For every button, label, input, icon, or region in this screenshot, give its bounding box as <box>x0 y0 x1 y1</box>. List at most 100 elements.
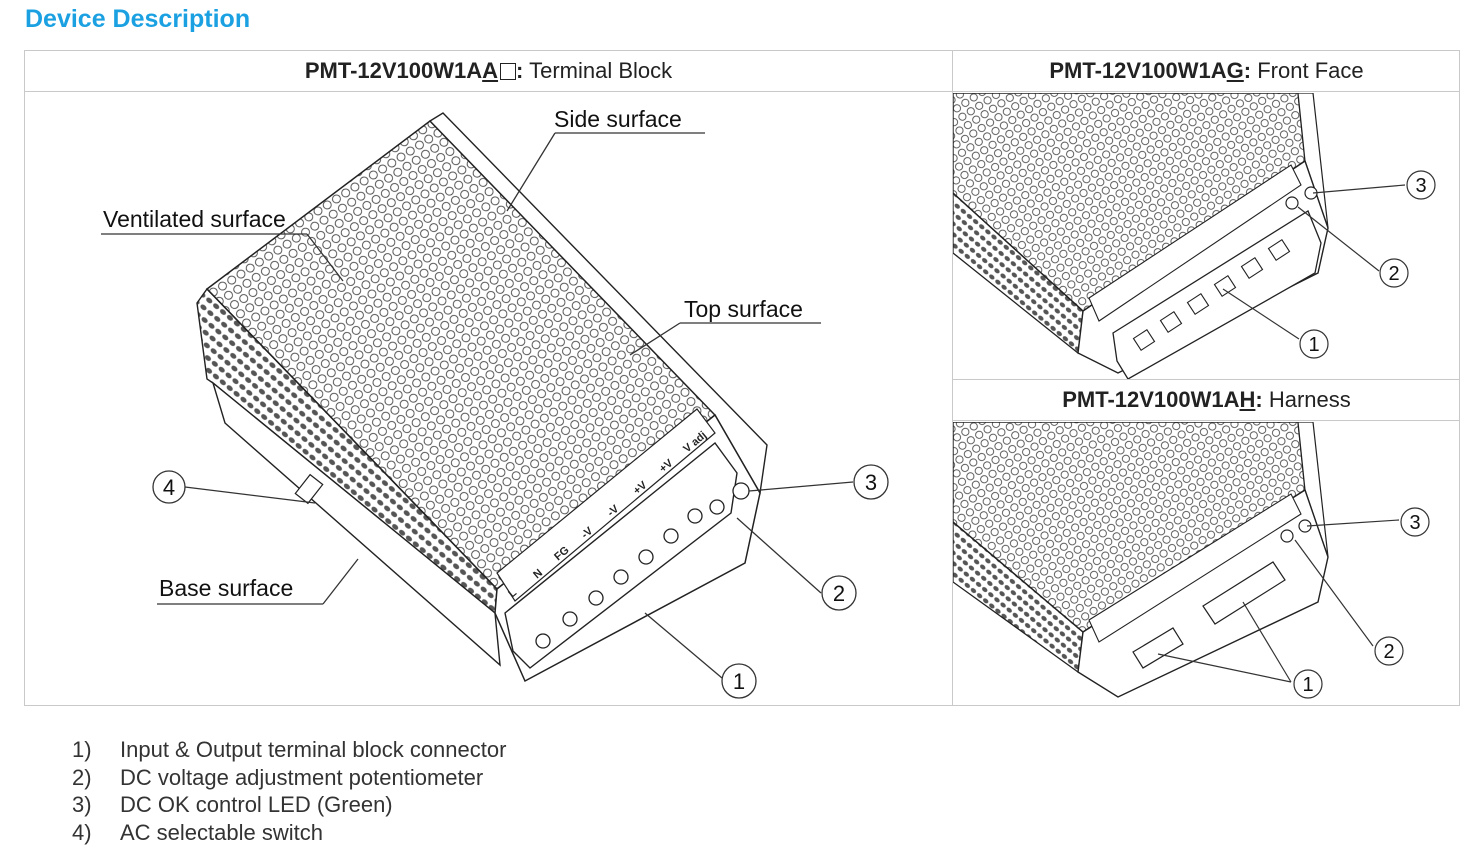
potentiometer <box>1285 196 1299 210</box>
legend-number: 3) <box>72 792 92 817</box>
number-callouts: 4 3 2 1 <box>152 464 889 699</box>
terminal-cell <box>1159 311 1183 333</box>
legend-text: DC voltage adjustment potentiometer <box>120 764 484 790</box>
terminal-block-body <box>504 441 738 669</box>
callout-number-1: 1 <box>1308 334 1319 356</box>
legend-number: 1) <box>72 737 92 762</box>
terminal-cell <box>1267 239 1291 261</box>
harness-connector-output <box>1202 561 1286 625</box>
model-variant-letter: G <box>1226 58 1244 83</box>
callout-circle-2 <box>1379 258 1409 288</box>
callout-leader-ventilated <box>306 233 344 282</box>
terminal-label-strip <box>496 408 716 602</box>
ac-switch <box>294 473 324 505</box>
terminal-screw-2 <box>562 611 578 627</box>
section-title: Device Description <box>25 5 251 33</box>
potentiometer <box>709 499 725 515</box>
callout-leader-base <box>322 558 359 605</box>
terminal-cell <box>1132 329 1156 351</box>
callout-leader-side <box>506 132 556 212</box>
callout-circle-1 <box>1299 329 1329 359</box>
terminal-cells <box>1132 239 1291 351</box>
callout-number-2: 2 <box>1383 641 1394 663</box>
connector-type-label: Terminal Block <box>523 58 673 83</box>
model-prefix: PMT-12V100W1A <box>304 58 483 83</box>
label-ventilated-surface: Ventilated surface <box>103 206 286 232</box>
callout-lines <box>1157 519 1400 683</box>
callout-leader-top <box>629 322 681 356</box>
legend-text: AC selectable switch <box>120 819 323 845</box>
dc-ok-led <box>732 482 750 500</box>
column-divider <box>952 51 953 705</box>
callout-number-2: 2 <box>1388 263 1399 285</box>
row-divider <box>952 379 1459 380</box>
terminal-label-strip <box>1088 493 1302 643</box>
label-base-surface: Base surface <box>159 575 293 601</box>
callout-circle-3 <box>1400 507 1430 537</box>
model-variant-letter: H <box>1239 387 1256 412</box>
callout-circle-4 <box>152 470 186 504</box>
number-callouts: 3 2 1 <box>1299 170 1436 359</box>
callout-leader-1b <box>1242 601 1292 683</box>
potentiometer <box>1280 529 1294 543</box>
callout-number-1: 1 <box>1302 674 1313 696</box>
base-plate <box>211 381 501 667</box>
label-side-surface: Side surface <box>554 106 682 132</box>
terminal-cell <box>1186 293 1210 315</box>
legend-item: 2) DC voltage adjustment potentiometer <box>72 764 506 792</box>
callout-leader-4 <box>184 486 316 504</box>
terminal-screw-3 <box>588 590 604 606</box>
legend-item: 3) DC OK control LED (Green) <box>72 791 506 819</box>
callout-number-3: 3 <box>1415 175 1426 197</box>
terminal-screw-7 <box>687 508 703 524</box>
header-colon: : <box>516 58 524 83</box>
header-colon: : <box>1243 58 1252 83</box>
legend-item: 1) Input & Output terminal block connecto… <box>72 736 506 764</box>
callout-circle-1 <box>1293 669 1323 699</box>
terminal-cell <box>1240 257 1264 279</box>
label-top-surface: Top surface <box>684 296 803 322</box>
callout-circle-3 <box>853 464 889 500</box>
callout-circle-3 <box>1406 170 1436 200</box>
front-face-panel <box>1077 488 1329 698</box>
model-variant-letter: A <box>482 58 499 83</box>
terminal-cell <box>1213 275 1237 297</box>
legend-item: 4) AC selectable switch <box>72 819 506 847</box>
callout-number-2: 2 <box>833 581 845 606</box>
connector-type-label: Harness <box>1262 387 1351 412</box>
terminal-screw-6 <box>663 528 679 544</box>
terminal-label-strip <box>1088 164 1302 322</box>
callout-labels: Side surface Ventilated surface Top surf… <box>103 106 803 601</box>
model-prefix: PMT-12V100W1A <box>1049 58 1227 83</box>
callout-leader-3 <box>1312 184 1406 194</box>
terminal-screws <box>535 508 703 649</box>
callout-lines <box>1222 184 1406 340</box>
callout-number-3: 3 <box>865 470 877 495</box>
callout-leader-3 <box>748 481 854 492</box>
front-face-illustration: 3 2 1 <box>953 93 1436 379</box>
side-flange <box>428 112 768 496</box>
legend-text: DC OK control LED (Green) <box>120 792 393 817</box>
legend-number: 4) <box>72 819 92 845</box>
terminal-screw-1 <box>535 633 551 649</box>
header-colon: : <box>1255 387 1263 412</box>
callout-leader-3 <box>1306 519 1400 527</box>
legend-number: 2) <box>72 764 92 790</box>
connector-type-label: Front Face <box>1251 58 1364 83</box>
component-legend: 1) Input & Output terminal block connecto… <box>72 736 506 846</box>
terminal-block-body <box>1112 210 1322 379</box>
callout-number-1: 1 <box>733 669 745 694</box>
callout-number-3: 3 <box>1409 512 1420 534</box>
callout-lines <box>101 132 854 679</box>
terminal-screw-5 <box>638 549 654 565</box>
callout-leader-1a <box>1157 653 1292 683</box>
harness-connector-input <box>1132 627 1184 669</box>
legend-text: Input & Output terminal block connector <box>120 737 507 762</box>
number-callouts: 3 2 1 <box>1293 507 1430 699</box>
terminal-block-illustration: L N FG -V -V +V +V V adj <box>101 106 889 699</box>
callout-circle-2 <box>821 575 857 611</box>
